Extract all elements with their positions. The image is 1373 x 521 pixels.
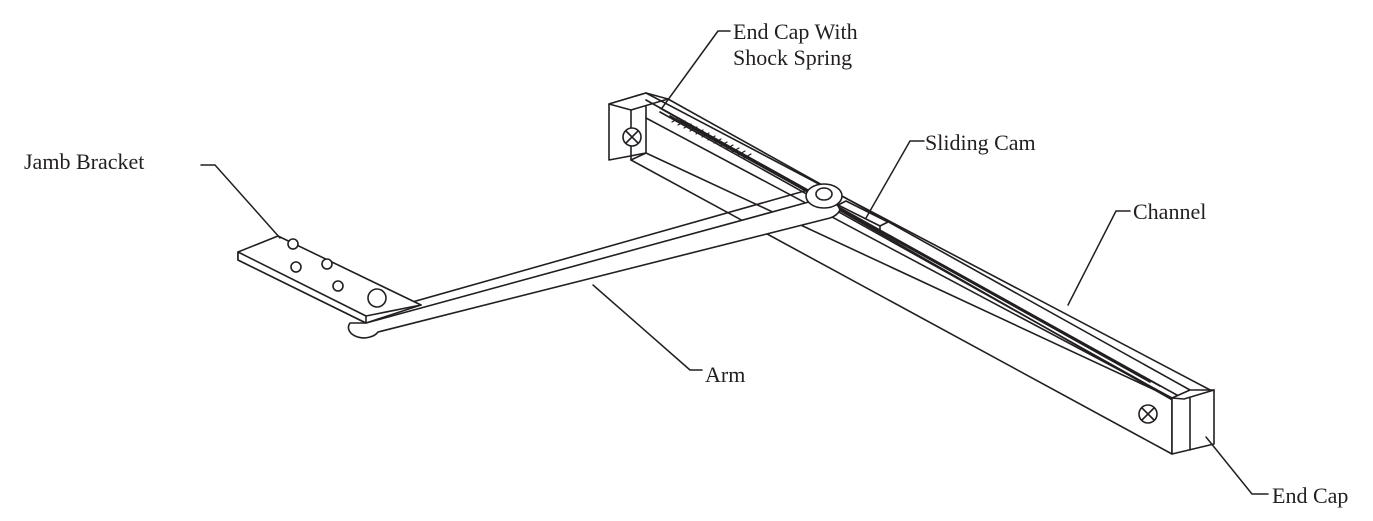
leader-channel: [1067, 210, 1131, 306]
end-cap-near-top: [1171, 389, 1215, 400]
leader-lines: [200, 30, 1269, 495]
label-jamb-bracket: Jamb Bracket: [24, 149, 145, 174]
arm-body: [347, 198, 841, 339]
shock-spring: [671, 117, 752, 159]
label-end-cap: End Cap: [1272, 483, 1349, 508]
jamb-bracket: [237, 235, 422, 324]
leader-jamb-bracket: [200, 164, 281, 239]
sliding-cam: [837, 200, 889, 227]
label-end-cap-with-shock-spring-line2: Shock Spring: [733, 45, 853, 70]
label-end-cap-with-shock-spring: End Cap With Shock Spring: [733, 19, 858, 71]
arm: [347, 183, 843, 339]
leader-sliding-cam: [865, 140, 925, 219]
leader-arm: [592, 284, 703, 371]
label-end-cap-with-shock-spring-line1: End Cap With: [733, 19, 858, 44]
end-cap-near-face: [1171, 389, 1215, 455]
leader-end-cap-spring: [661, 30, 731, 109]
channel: [608, 92, 1215, 455]
channel-front-face: [630, 152, 1173, 455]
label-sliding-cam: Sliding Cam: [925, 130, 1036, 155]
leader-end-cap: [1205, 436, 1269, 495]
label-arm: Arm: [705, 362, 746, 387]
label-channel: Channel: [1133, 199, 1207, 224]
